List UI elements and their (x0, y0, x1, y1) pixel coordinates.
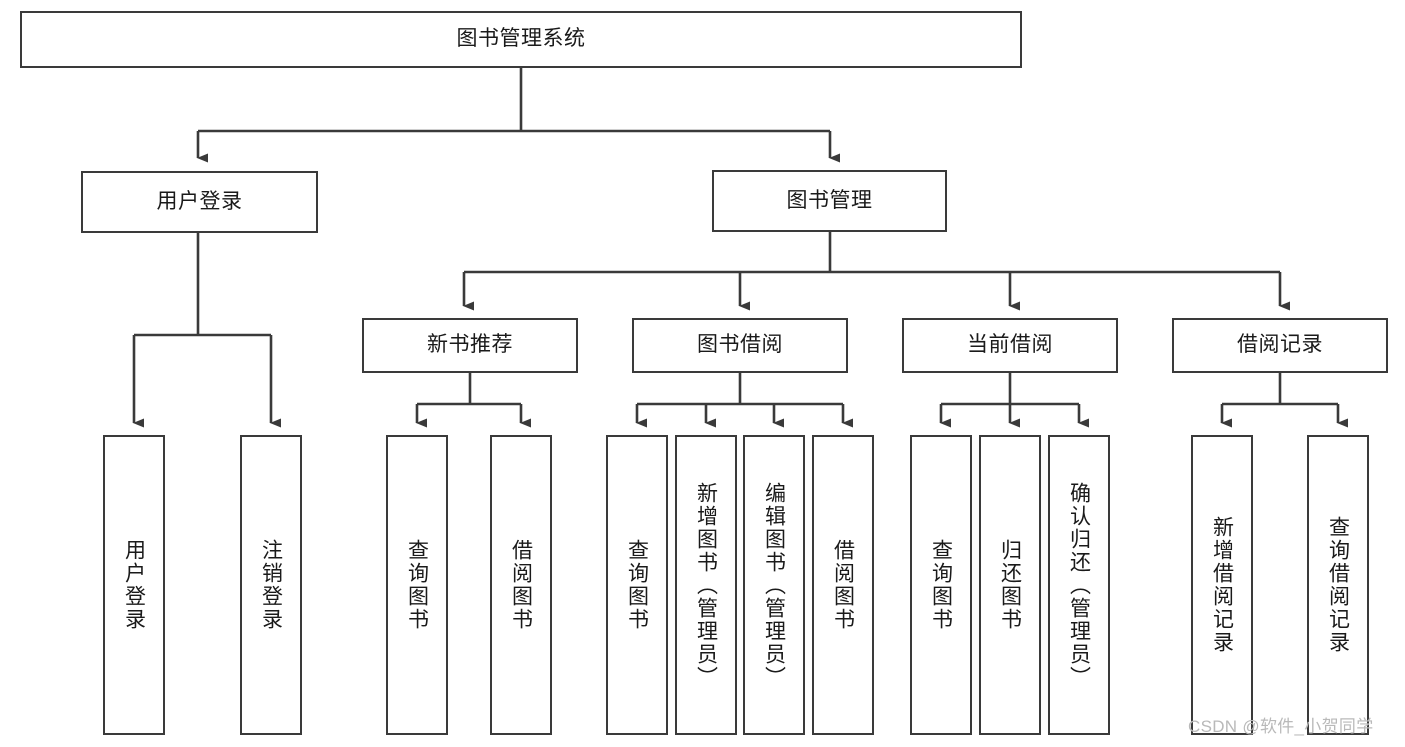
node-current-borrow[interactable]: 当前借阅 (902, 318, 1118, 373)
node-label: 查询图书 (405, 539, 429, 631)
node-label: 查询借阅记录 (1326, 516, 1350, 654)
node-label: 查询图书 (625, 539, 649, 631)
node-label: 编辑图书（管理员） (762, 481, 786, 689)
node-label: 当前借阅 (967, 333, 1053, 357)
node-label: 借阅记录 (1237, 333, 1323, 357)
node-root-book-management-system[interactable]: 图书管理系统 (20, 11, 1022, 68)
node-leaf-edit-book[interactable]: 编辑图书（管理员） (743, 435, 805, 735)
node-leaf-query-book-current[interactable]: 查询图书 (910, 435, 972, 735)
node-leaf-user-login[interactable]: 用户登录 (103, 435, 165, 735)
node-label: 注销登录 (259, 539, 283, 631)
node-leaf-return-book[interactable]: 归还图书 (979, 435, 1041, 735)
node-label: 图书管理 (786, 188, 873, 212)
node-label: 新增借阅记录 (1210, 516, 1234, 654)
node-label: 用户登录 (156, 189, 243, 213)
node-leaf-logout-login[interactable]: 注销登录 (240, 435, 302, 735)
csdn-watermark: CSDN @软件_小贺同学 (1188, 717, 1374, 736)
node-leaf-borrow-book[interactable]: 借阅图书 (812, 435, 874, 735)
node-label: 新书推荐 (427, 333, 513, 357)
node-label: 新增图书（管理员） (694, 481, 718, 689)
node-label: 借阅图书 (831, 539, 855, 631)
node-label: 归还图书 (998, 539, 1022, 631)
node-label: 图书管理系统 (456, 27, 586, 51)
node-user-login[interactable]: 用户登录 (81, 171, 318, 233)
node-label: 图书借阅 (697, 333, 783, 357)
node-label: 借阅图书 (509, 539, 533, 631)
node-label: 查询图书 (929, 539, 953, 631)
node-label: 用户登录 (122, 539, 146, 631)
node-leaf-borrow-book-recommend[interactable]: 借阅图书 (490, 435, 552, 735)
node-book-borrow[interactable]: 图书借阅 (632, 318, 848, 373)
node-book-management[interactable]: 图书管理 (712, 170, 947, 232)
node-label: 确认归还（管理员） (1067, 481, 1091, 689)
node-leaf-query-book-recommend[interactable]: 查询图书 (386, 435, 448, 735)
node-leaf-add-borrow-record[interactable]: 新增借阅记录 (1191, 435, 1253, 735)
node-leaf-confirm-return[interactable]: 确认归还（管理员） (1048, 435, 1110, 735)
node-leaf-query-borrow-record[interactable]: 查询借阅记录 (1307, 435, 1369, 735)
node-borrow-record[interactable]: 借阅记录 (1172, 318, 1388, 373)
node-leaf-add-book[interactable]: 新增图书（管理员） (675, 435, 737, 735)
node-leaf-query-book-borrow[interactable]: 查询图书 (606, 435, 668, 735)
node-new-book-recommend[interactable]: 新书推荐 (362, 318, 578, 373)
